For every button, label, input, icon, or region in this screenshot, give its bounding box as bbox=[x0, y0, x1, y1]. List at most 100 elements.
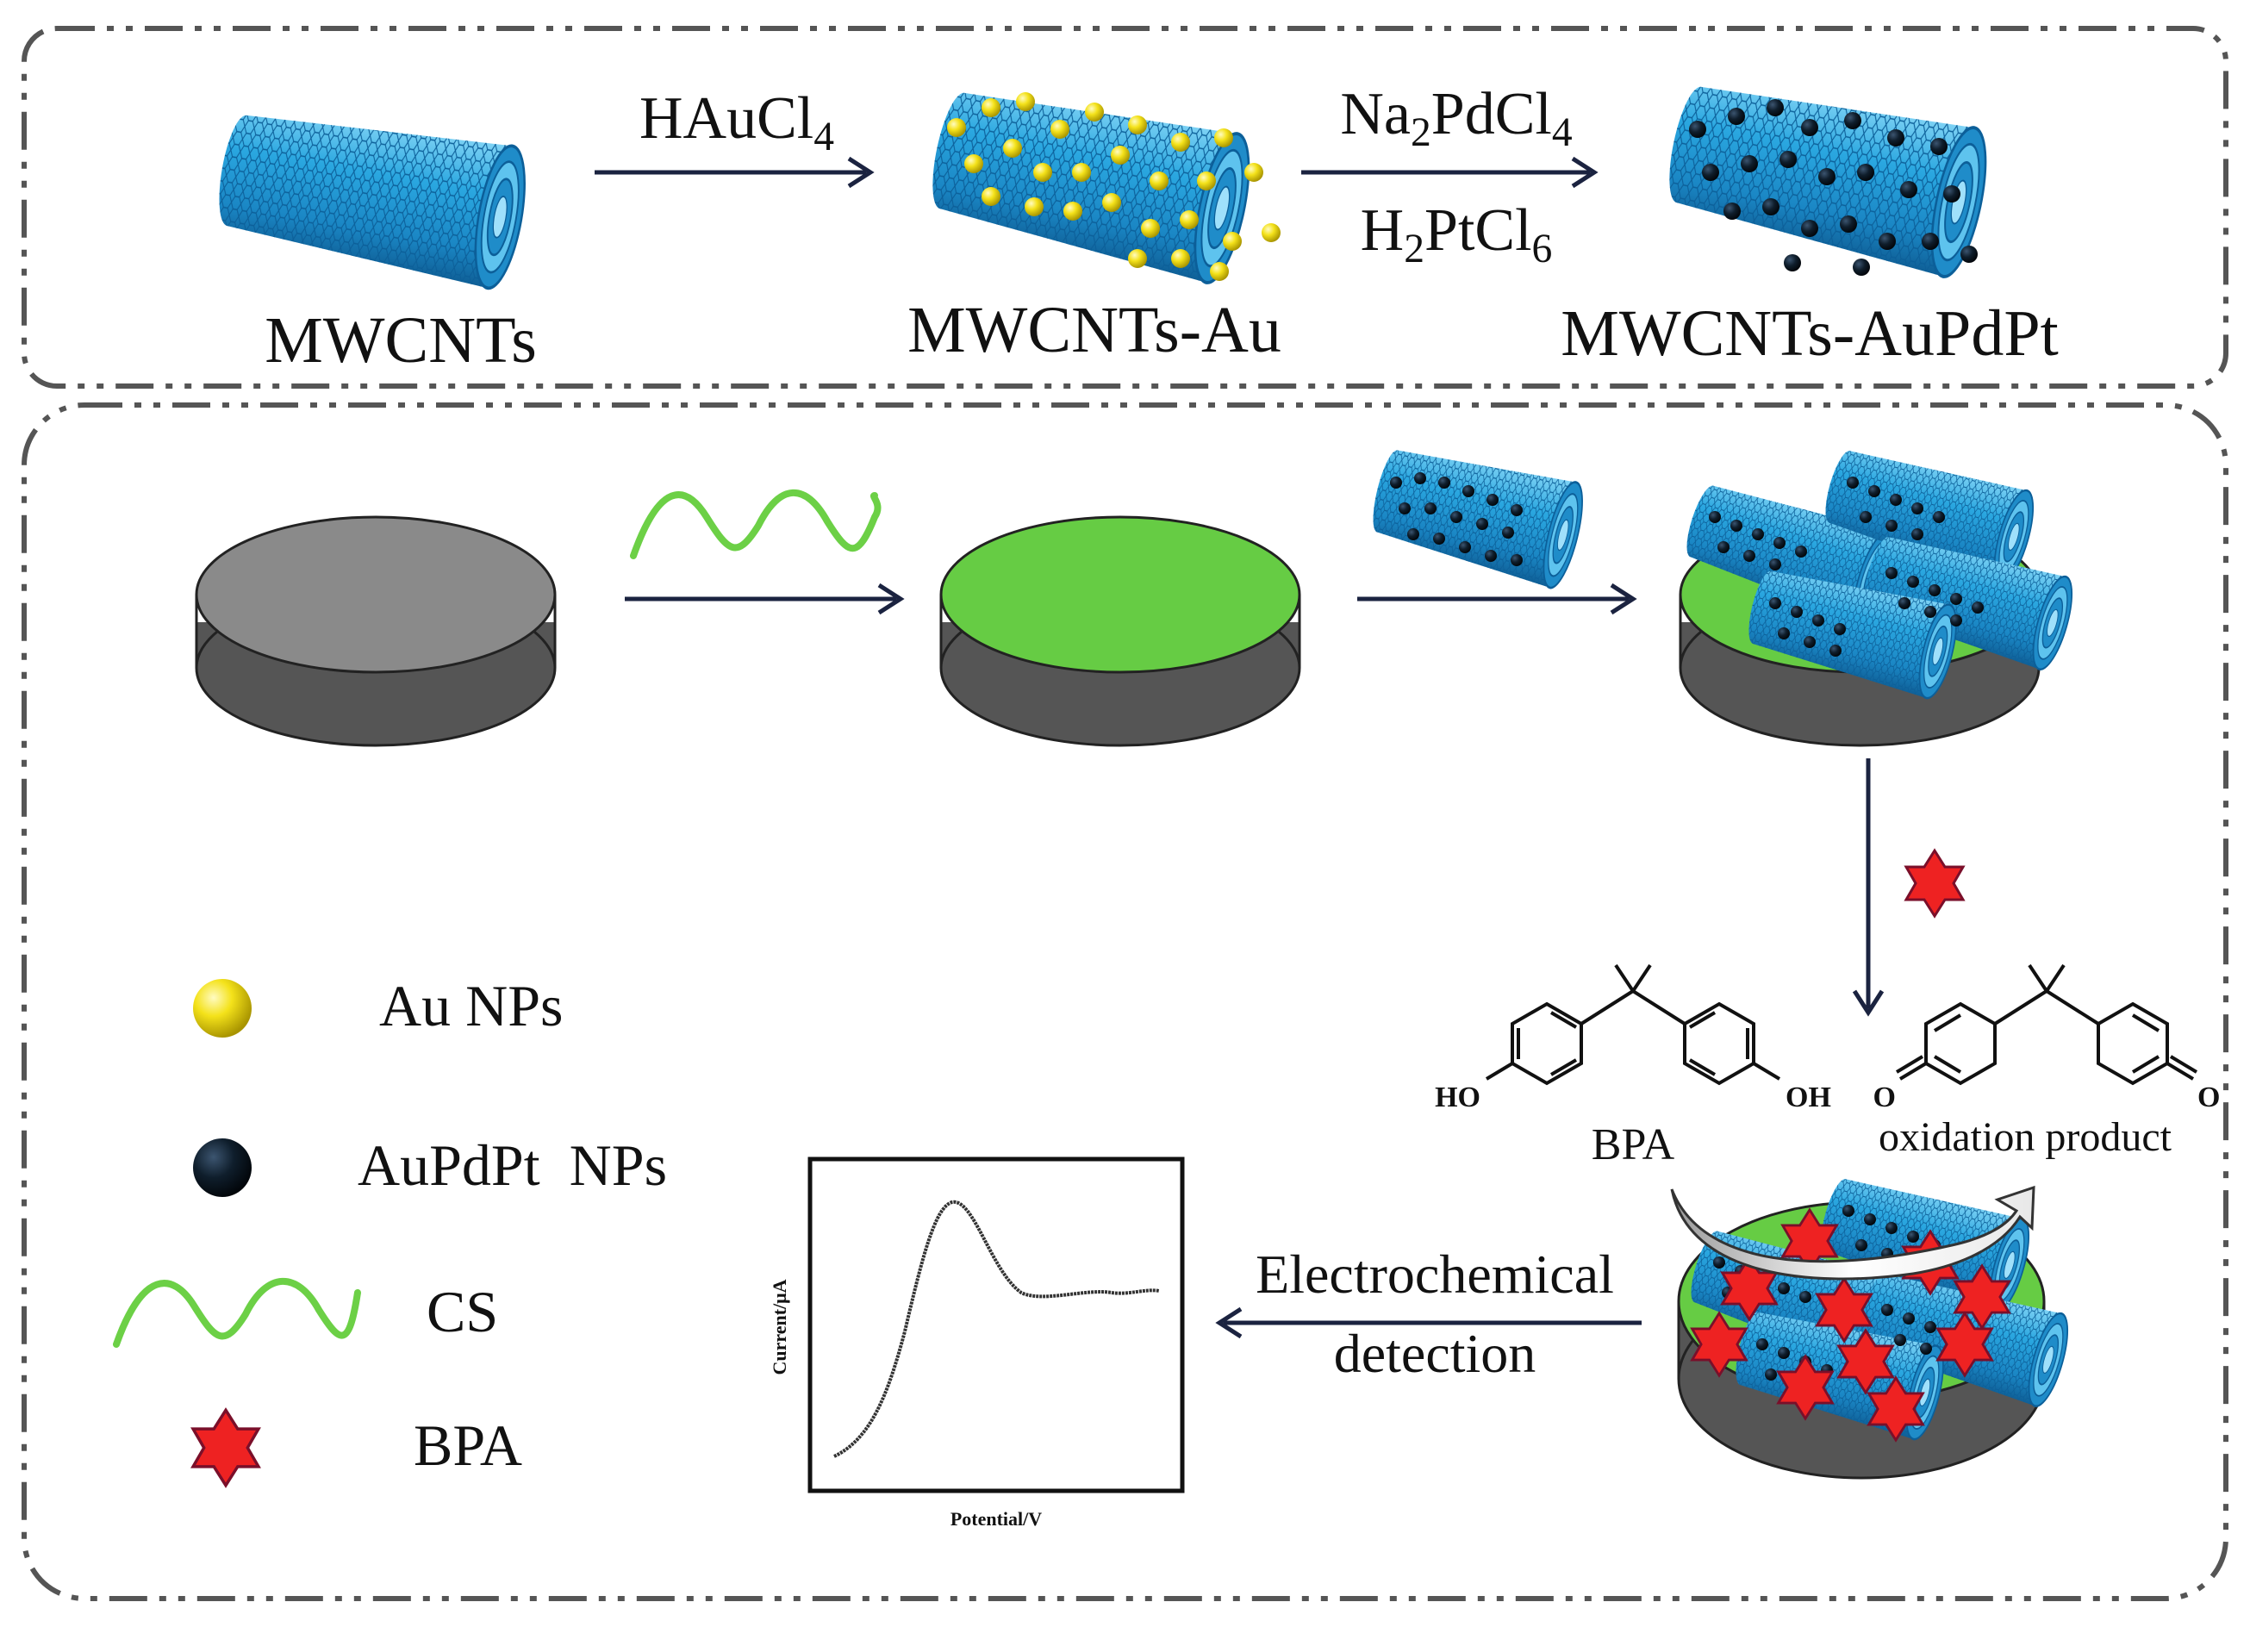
aupdpt-nanoparticle bbox=[1920, 1343, 1932, 1355]
aupdpt-nanoparticle bbox=[1791, 606, 1803, 618]
aupdpt-nanoparticle bbox=[1767, 99, 1784, 116]
aupdpt-nanoparticle bbox=[1943, 185, 1960, 203]
gold-nanoparticle bbox=[1141, 219, 1160, 238]
gold-nanoparticles bbox=[947, 92, 1281, 281]
gold-nanoparticle bbox=[1223, 232, 1242, 251]
aupdpt-nanoparticle bbox=[1778, 1347, 1790, 1359]
bpa-star bbox=[1935, 1311, 1994, 1378]
arrow-add-cs bbox=[625, 583, 905, 615]
aupdpt-nanoparticle bbox=[1743, 550, 1755, 562]
aupdpt-nanoparticle bbox=[1844, 112, 1861, 129]
chitosan-wave-icon bbox=[113, 1277, 361, 1348]
aupdpt-nanoparticle bbox=[1855, 1239, 1867, 1251]
aupdpt-nanoparticle bbox=[1702, 164, 1719, 181]
legend-label-bpa: BPA bbox=[414, 1412, 522, 1478]
aupdpt-nanoparticle bbox=[1907, 576, 1919, 588]
aupdpt-nanoparticle bbox=[1502, 527, 1514, 539]
aupdpt-nanoparticle bbox=[1784, 254, 1801, 271]
aupdpt-nanoparticle bbox=[1399, 502, 1411, 514]
aupdpt-nanoparticle bbox=[1709, 511, 1721, 523]
aupdpt-nanoparticle bbox=[1741, 155, 1758, 172]
electrode-aupdpt-nanoparticles bbox=[1709, 477, 1984, 657]
aupdpt-nanoparticle bbox=[1911, 528, 1923, 540]
gold-nanoparticle bbox=[1072, 163, 1091, 182]
aupdpt-nanoparticle bbox=[1911, 502, 1923, 514]
aupdpt-nanoparticle bbox=[1486, 494, 1499, 506]
gold-nanoparticle bbox=[1050, 120, 1069, 139]
adsorbed-bpa-stars bbox=[1690, 1207, 2011, 1443]
gold-nanoparticle bbox=[1111, 146, 1130, 165]
mwcnt-tube bbox=[208, 95, 536, 294]
aupdpt-nanoparticle bbox=[1894, 1334, 1906, 1346]
arrow-detection bbox=[1215, 1306, 1642, 1339]
reagent-haucl4: HAuCl4 bbox=[639, 85, 834, 159]
gold-nanoparticle bbox=[1180, 210, 1199, 229]
aupdpt-nanoparticle bbox=[1879, 233, 1896, 250]
aupdpt-nanoparticle bbox=[1929, 584, 1941, 596]
gold-nanoparticle bbox=[1003, 139, 1022, 158]
gold-nanoparticle bbox=[982, 98, 1000, 117]
aupdpt-nanoparticle bbox=[1842, 1205, 1854, 1217]
reagent-na2pdcl4: Na2PdCl4 bbox=[1340, 81, 1573, 155]
gold-nanoparticle bbox=[1016, 92, 1035, 111]
bpa-reactant-label: BPA bbox=[1592, 1120, 1675, 1169]
aupdpt-nanoparticle bbox=[1485, 550, 1497, 562]
aupdpt-nanoparticle bbox=[1950, 614, 1962, 627]
cs-wave-icon bbox=[630, 489, 882, 559]
aupdpt-nanoparticle bbox=[1930, 138, 1948, 155]
bpa-star bbox=[1867, 1375, 1925, 1443]
gold-nanoparticle bbox=[1025, 197, 1044, 216]
curved-oxidation-arrow bbox=[1670, 1185, 2035, 1281]
aupdpt-nanoparticle bbox=[1414, 472, 1426, 484]
aupdpt-nanoparticle bbox=[1511, 504, 1523, 516]
aupdpt-nanoparticle bbox=[1424, 502, 1437, 514]
o-right-label: O bbox=[2197, 1082, 2220, 1113]
aupdpt-nanoparticle bbox=[1860, 511, 1872, 523]
bpa-star-icon bbox=[1904, 848, 1966, 919]
aupdpt-nanoparticle bbox=[1762, 198, 1779, 215]
gold-nanoparticle bbox=[1128, 249, 1147, 268]
gold-nanoparticle bbox=[1033, 163, 1052, 182]
aupdpt-nanoparticle bbox=[1438, 477, 1450, 489]
aupdpt-nanoparticle bbox=[1812, 614, 1824, 627]
legend: Au NPs AuPdPt NPs CS BPA bbox=[113, 973, 667, 1488]
aupdpt-nanoparticle bbox=[1713, 1256, 1725, 1269]
aupdpt-nanoparticle bbox=[1890, 494, 1902, 506]
aupdpt-nanoparticle bbox=[1924, 606, 1936, 618]
aupdpt-nanoparticle bbox=[1778, 1282, 1790, 1294]
bare-electrode bbox=[195, 515, 557, 747]
aupdpt-nanoparticle bbox=[1972, 602, 1984, 614]
aupdpt-nanoparticle-icon bbox=[193, 1138, 252, 1197]
legend-label-cs: CS bbox=[427, 1279, 498, 1344]
aupdpt-nanoparticle bbox=[1433, 533, 1445, 545]
arrow-down-bpa bbox=[1852, 758, 1885, 1017]
aupdpt-nanoparticle bbox=[1903, 1312, 1915, 1325]
oh-group-label: OH bbox=[1786, 1082, 1831, 1113]
aupdpt-nanoparticle bbox=[1778, 627, 1790, 639]
quinone-structure bbox=[1895, 963, 2198, 1086]
aupdpt-nanoparticle bbox=[1689, 121, 1706, 138]
aupdpt-nanoparticle bbox=[1960, 246, 1978, 263]
aupdpt-nanoparticle bbox=[1459, 541, 1471, 553]
arrow-hauci4 bbox=[595, 156, 875, 189]
gold-nanoparticle bbox=[982, 187, 1000, 206]
gold-nanoparticle bbox=[1171, 133, 1190, 152]
aupdpt-nanoparticle bbox=[1950, 593, 1962, 605]
aupdpt-nanoparticle bbox=[1834, 623, 1846, 635]
gold-nanoparticle-icon bbox=[193, 979, 252, 1038]
bpa-star bbox=[1836, 1328, 1895, 1395]
aupdpt-nanoparticle bbox=[1801, 220, 1818, 237]
oxidation-product-label: oxidation product bbox=[1879, 1114, 2172, 1160]
top-panel-frame bbox=[22, 26, 2228, 389]
ho-group-label: HO bbox=[1435, 1082, 1480, 1113]
arrow-pd-pt bbox=[1301, 156, 1599, 189]
legend-bpa-star-icon bbox=[190, 1407, 261, 1488]
bpa-star bbox=[1690, 1311, 1748, 1378]
aupdpt-nanoparticle bbox=[1829, 645, 1842, 657]
aupdpt-nanoparticle bbox=[1462, 485, 1474, 497]
aupdpt-nanoparticle bbox=[1900, 181, 1917, 198]
aupdpt-nanoparticle bbox=[1885, 1222, 1898, 1234]
aupdpt-nanoparticle bbox=[1717, 541, 1730, 553]
legend-label-au-nps: Au NPs bbox=[379, 973, 564, 1038]
